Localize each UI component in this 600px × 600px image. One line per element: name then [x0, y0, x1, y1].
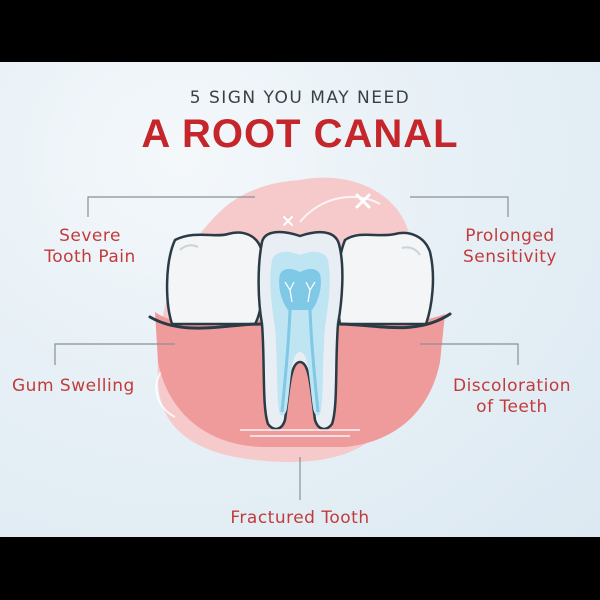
pulp — [279, 268, 321, 310]
left-tooth — [165, 231, 265, 326]
infographic-panel: 5 SIGN YOU MAY NEED A ROOT CANAL Severe … — [0, 62, 600, 537]
gum-line-left — [148, 315, 264, 330]
gum-line-right — [336, 312, 452, 330]
root-canal-left — [280, 309, 292, 413]
sign-fractured-tooth: Fractured Tooth — [230, 508, 370, 528]
decor-arc — [299, 195, 381, 223]
nerve-icon — [284, 281, 316, 303]
sign-discoloration: Discoloration of Teeth — [452, 376, 571, 417]
sign-prolonged-sensitivity: Prolonged Sensitivity — [462, 226, 557, 267]
sparkle-icon — [283, 216, 293, 226]
subtitle: 5 SIGN YOU MAY NEED — [189, 88, 411, 108]
right-tooth — [336, 231, 435, 326]
page-title: A ROOT CANAL — [141, 112, 459, 156]
sparkle-icon — [355, 193, 371, 209]
root-canal-right — [308, 309, 320, 413]
sign-severe-tooth-pain: Severe Tooth Pain — [44, 226, 136, 267]
gum — [155, 312, 445, 447]
tooth-illustration — [54, 177, 519, 500]
sign-gum-swelling: Gum Swelling — [12, 376, 135, 396]
connector-lines — [54, 196, 519, 500]
